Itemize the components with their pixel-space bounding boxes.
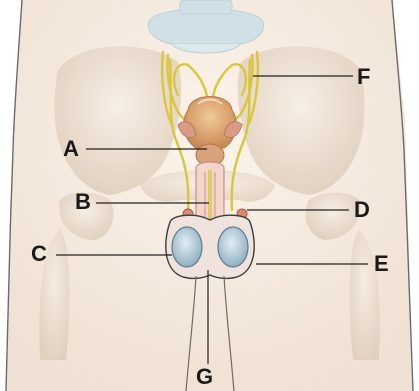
bladder bbox=[184, 97, 236, 149]
label-f: F bbox=[357, 66, 370, 88]
label-e: E bbox=[374, 253, 389, 275]
label-d: D bbox=[354, 199, 370, 221]
label-c: C bbox=[31, 243, 47, 265]
label-g: G bbox=[196, 366, 213, 388]
label-a: A bbox=[63, 138, 79, 160]
label-b: B bbox=[75, 191, 91, 213]
